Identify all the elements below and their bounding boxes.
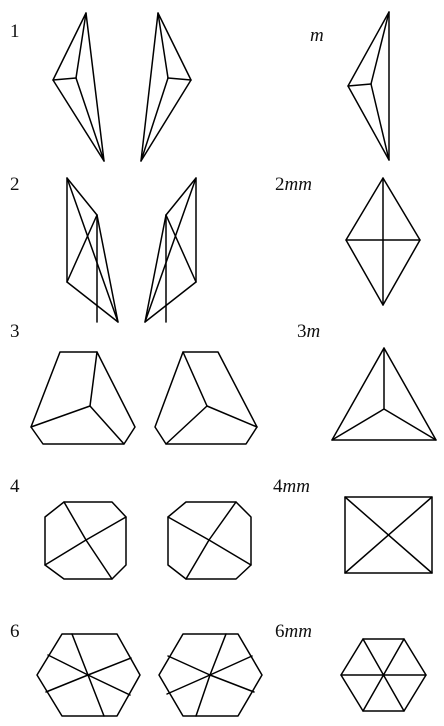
- shape-outline: [36, 633, 141, 717]
- shape-2-right: [144, 177, 197, 323]
- shape-edge: [144, 177, 197, 323]
- shape-edge: [167, 77, 192, 81]
- symmetry-label-prefix: 3: [297, 321, 307, 342]
- symmetry-label-6mm: 6mm: [275, 622, 312, 641]
- shape-outline: [347, 11, 390, 161]
- symmetry-label-m: m: [310, 26, 324, 45]
- shape-edge: [47, 654, 89, 676]
- symmetry-label-mirror: mm: [284, 174, 312, 195]
- shape-edge: [185, 539, 210, 580]
- shape-edge: [370, 83, 390, 161]
- shape-edge: [30, 405, 91, 428]
- shape-edge: [66, 177, 119, 323]
- shape-edge: [206, 405, 258, 428]
- shape-edge: [85, 539, 113, 580]
- shape-edge: [209, 633, 227, 676]
- shape-2mm: [345, 177, 421, 306]
- shape-edge: [66, 214, 98, 283]
- shape-edge: [209, 674, 255, 693]
- shape-edge: [165, 405, 208, 445]
- shape-edge: [208, 539, 252, 566]
- shape-3-left: [30, 351, 136, 445]
- shape-6-right: [158, 633, 263, 717]
- shape-edge: [87, 657, 132, 676]
- shape-edge: [209, 655, 253, 676]
- shape-3-right: [154, 351, 258, 445]
- shape-edge: [331, 408, 385, 441]
- shape-edge: [182, 351, 208, 407]
- group-label-2: 2: [10, 174, 20, 195]
- symmetry-label-mirror: mm: [282, 476, 310, 497]
- shape-edge: [75, 77, 105, 162]
- shape-4mm: [344, 496, 433, 574]
- shape-edge: [166, 674, 211, 695]
- shape-4-right: [167, 501, 252, 580]
- symmetry-label-prefix: 2: [275, 174, 285, 195]
- shape-edge: [140, 77, 169, 162]
- shape-edge: [167, 655, 211, 676]
- shape-outline: [167, 501, 252, 580]
- shape-edge: [85, 516, 127, 541]
- shape-edge: [167, 516, 210, 541]
- shape-edge: [71, 633, 89, 676]
- shape-edge: [157, 12, 169, 79]
- shape-6-left: [36, 633, 141, 717]
- group-label-6: 6: [10, 621, 20, 642]
- shape-edge: [87, 674, 105, 717]
- shape-outline: [52, 12, 105, 162]
- shape-4-left: [44, 501, 127, 580]
- symmetry-label-prefix: 4: [273, 476, 283, 497]
- shape-edge: [344, 496, 433, 574]
- shape-1-right: [140, 12, 192, 162]
- shape-edge: [383, 408, 437, 441]
- shape-3m: [331, 347, 437, 441]
- group-label-3: 3: [10, 321, 20, 342]
- shape-edge: [87, 674, 131, 696]
- shape-outline: [154, 351, 258, 445]
- shape-2-left: [66, 177, 119, 323]
- shape-1-left: [52, 12, 105, 162]
- shape-edge: [195, 674, 211, 717]
- shape-edge: [89, 351, 98, 407]
- symmetry-label-prefix: 6: [275, 621, 285, 642]
- group-label-4: 4: [10, 476, 20, 497]
- shape-edge: [370, 11, 390, 85]
- symmetry-label-4mm: 4mm: [273, 477, 310, 496]
- shape-outline: [30, 351, 136, 445]
- symmetry-label-mirror: mm: [284, 621, 312, 642]
- symmetry-label-2mm: 2mm: [275, 175, 312, 194]
- symmetry-label-mirror: m: [306, 321, 321, 342]
- shape-outline: [331, 347, 437, 441]
- shape-edge: [44, 539, 87, 566]
- group-label-1: 1: [10, 21, 20, 42]
- shape-edge: [63, 501, 87, 541]
- shape-edge: [52, 77, 77, 81]
- shape-edge: [89, 405, 125, 445]
- shape-edge: [75, 12, 87, 79]
- shape-edge: [165, 214, 197, 283]
- shape-edge: [45, 674, 89, 693]
- shape-edge: [208, 501, 237, 541]
- shape-6mm: [340, 638, 427, 712]
- shape-m: [347, 11, 390, 161]
- symmetry-label-3m: 3m: [297, 322, 320, 341]
- shape-edge: [347, 83, 372, 87]
- shape-outline: [140, 12, 192, 162]
- shape-outline: [158, 633, 263, 717]
- symmetry-label-mirror: m: [310, 25, 324, 46]
